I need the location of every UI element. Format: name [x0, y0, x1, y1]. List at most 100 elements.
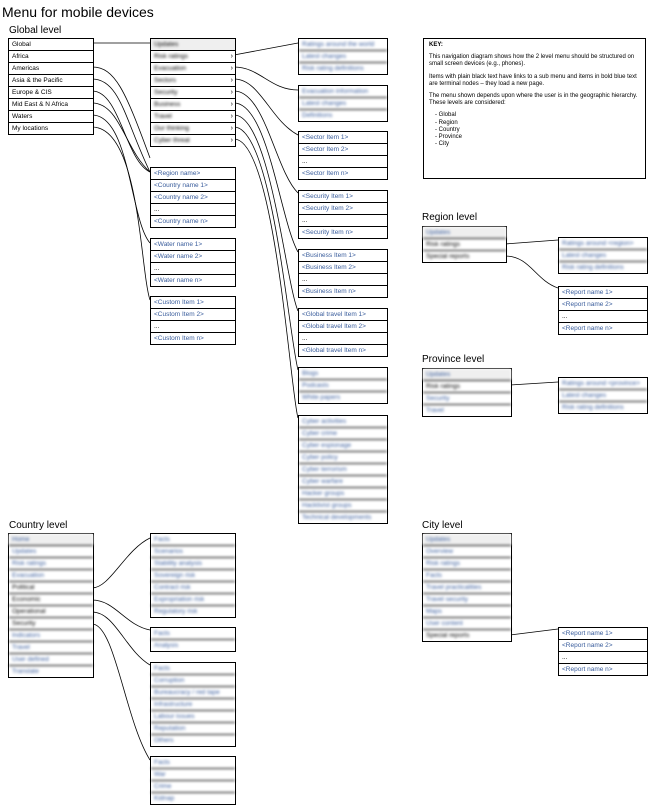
list-item[interactable]: Corruption	[151, 675, 235, 687]
list-item[interactable]: <Business Item 2>	[299, 262, 387, 274]
global-menu-item[interactable]: Global	[9, 39, 93, 51]
list-item[interactable]: Evacuation	[9, 570, 93, 582]
list-item[interactable]: <Business Item 1>	[299, 250, 387, 262]
list-item[interactable]: Indicators	[9, 630, 93, 642]
list-item[interactable]: Overview	[423, 546, 511, 558]
list-item[interactable]: <Business Item n>	[302, 288, 356, 295]
list-item[interactable]: Technical developments	[302, 514, 372, 521]
list-item[interactable]: Sovereign risk	[151, 570, 235, 582]
list-item[interactable]: Cyber warfare	[299, 476, 387, 488]
list-item[interactable]: Updates	[423, 534, 511, 546]
list-item[interactable]: <Report name 1>	[559, 287, 647, 299]
list-item[interactable]: <Report name 1>	[559, 628, 647, 640]
list-item[interactable]: Facts	[423, 570, 511, 582]
list-item[interactable]: Hacktivist groups	[299, 500, 387, 512]
list-item[interactable]: Kidnap	[154, 795, 175, 802]
global-menu-item[interactable]: Europe & CIS	[9, 87, 93, 99]
list-item[interactable]: Latest changes	[559, 390, 647, 402]
global-submenu-item[interactable]: Our thinking	[154, 125, 190, 132]
list-item[interactable]: <Sector Item 2>	[299, 144, 387, 156]
list-item[interactable]: <Sector Item n>	[302, 170, 349, 177]
list-item[interactable]: Evacuation information	[299, 86, 387, 98]
list-item[interactable]: <Country name n>	[154, 218, 208, 225]
list-item[interactable]: <Region name>	[151, 168, 235, 180]
global-submenu-item[interactable]: Evacuation	[154, 65, 187, 72]
list-item[interactable]: User content	[423, 618, 511, 630]
list-item[interactable]: Risk ratings	[423, 558, 511, 570]
list-item[interactable]: Stability analysis	[151, 558, 235, 570]
list-item[interactable]: Regulatory risk	[154, 608, 198, 615]
list-item[interactable]: Special reports	[426, 253, 470, 260]
list-item[interactable]: Hacker groups	[299, 488, 387, 500]
list-item[interactable]: Updates	[423, 227, 506, 239]
list-item[interactable]: <Report name 2>	[559, 640, 647, 652]
list-item[interactable]: Risk ratings	[9, 558, 93, 570]
list-item[interactable]: <Custom Item 1>	[151, 297, 235, 309]
list-item[interactable]: Bureaucracy / red tape	[151, 687, 235, 699]
list-item[interactable]: Security	[423, 393, 511, 405]
list-item[interactable]: Facts	[151, 757, 235, 769]
global-menu-item[interactable]: My locations	[12, 125, 49, 132]
list-item[interactable]: <Security Item 2>	[299, 203, 387, 215]
list-item[interactable]: <Report name 2>	[559, 299, 647, 311]
list-item[interactable]: Operational	[9, 606, 93, 618]
list-item[interactable]: Latest changes	[559, 250, 647, 262]
list-item[interactable]: Risk rating definitions	[302, 65, 364, 72]
list-item[interactable]: Travel practicalities	[423, 582, 511, 594]
list-item[interactable]: Crime	[151, 781, 235, 793]
list-item[interactable]: Podcasts	[299, 380, 387, 392]
list-item[interactable]: Cyber crime	[299, 428, 387, 440]
list-item[interactable]: Travel	[426, 407, 444, 414]
list-item[interactable]: Updates	[9, 546, 93, 558]
list-item[interactable]: <Global travel Item n>	[302, 347, 366, 354]
list-item[interactable]: <Global travel Item 1>	[299, 309, 387, 321]
list-item[interactable]: <Security Item 1>	[299, 191, 387, 203]
global-menu-item[interactable]: Africa	[9, 51, 93, 63]
list-item[interactable]: Facts	[151, 534, 235, 546]
global-menu-item[interactable]: Waters	[9, 111, 93, 123]
global-submenu-item[interactable]: Travel	[154, 113, 172, 120]
list-item[interactable]: Cyber terrorism	[299, 464, 387, 476]
list-item[interactable]: <Water name 2>	[151, 251, 235, 263]
list-item[interactable]: Definitions	[302, 112, 333, 119]
list-item[interactable]: <Report name n>	[562, 666, 613, 673]
list-item[interactable]: Cyber espionage	[299, 440, 387, 452]
list-item[interactable]: Risk ratings	[423, 239, 506, 251]
list-item[interactable]: Economic	[9, 594, 93, 606]
global-submenu-item[interactable]: Cyber threat	[154, 137, 190, 144]
list-item[interactable]: Labour issues	[151, 711, 235, 723]
list-item[interactable]: Risk rating definitions	[562, 264, 624, 271]
list-item[interactable]: Latest changes	[299, 98, 387, 110]
list-item[interactable]: Ratings around <region>	[559, 238, 647, 250]
list-item[interactable]: Infrastructure	[151, 699, 235, 711]
list-item[interactable]: <Custom Item 2>	[151, 309, 235, 321]
list-item[interactable]: Latest changes	[299, 51, 387, 63]
list-item[interactable]: <Country name 1>	[151, 180, 235, 192]
list-item[interactable]: Home	[9, 534, 93, 546]
list-item[interactable]: White papers	[302, 394, 341, 401]
list-item[interactable]: Risk ratings	[423, 381, 511, 393]
list-item[interactable]: Facts	[151, 663, 235, 675]
list-item[interactable]: User defined	[9, 654, 93, 666]
list-item[interactable]: <Sector Item 1>	[299, 132, 387, 144]
list-item[interactable]: Updates	[423, 369, 511, 381]
global-submenu-item[interactable]: Security	[154, 89, 178, 96]
global-submenu-item[interactable]: Updates	[154, 41, 179, 48]
global-menu-item[interactable]: Mid East & N Africa	[9, 99, 93, 111]
list-item[interactable]: Political	[9, 582, 93, 594]
global-submenu-item[interactable]: Risk ratings	[154, 53, 188, 60]
list-item[interactable]: <Report name n>	[562, 325, 613, 332]
global-menu-item[interactable]: Americas	[9, 63, 93, 75]
list-item[interactable]: <Global travel Item 2>	[299, 321, 387, 333]
list-item[interactable]: Risk rating definitions	[562, 404, 624, 411]
list-item[interactable]: Translate	[12, 668, 39, 675]
list-item[interactable]: Security	[9, 618, 93, 630]
list-item[interactable]: Special reports	[426, 632, 470, 639]
list-item[interactable]: Blogs	[299, 368, 387, 380]
list-item[interactable]: <Custom Item n>	[154, 335, 204, 342]
list-item[interactable]: Ratings around the world	[299, 39, 387, 51]
list-item[interactable]: <Country name 2>	[151, 192, 235, 204]
list-item[interactable]: Travel security	[423, 594, 511, 606]
list-item[interactable]: Scenarios	[151, 546, 235, 558]
global-menu-item[interactable]: Asia & the Pacific	[9, 75, 93, 87]
